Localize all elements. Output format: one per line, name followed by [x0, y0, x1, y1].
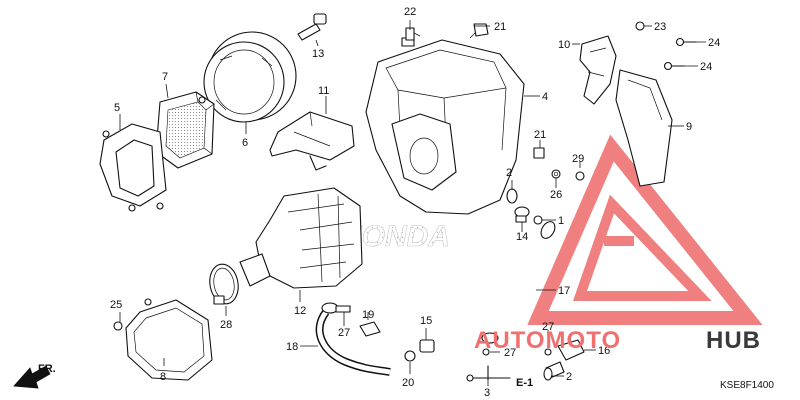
air-filter-element [203, 31, 297, 123]
gasket-8 [125, 298, 213, 381]
callout-14: 14 [516, 231, 528, 243]
watermark-left: AUTOMOTO [474, 327, 621, 354]
watermark-logo [527, 134, 763, 325]
callout-9: 9 [686, 121, 692, 133]
fitting-15 [419, 339, 435, 353]
callout-24: 24 [708, 37, 720, 49]
bracket-10 [579, 35, 617, 105]
callout-23: 23 [654, 21, 666, 33]
callout-11: 11 [318, 85, 329, 97]
callout-4: 4 [542, 91, 548, 103]
callout-labels: 22 21 13 7 5 6 11 4 10 23 24 24 9 21 29 … [110, 6, 720, 399]
callout-19: 19 [362, 309, 374, 321]
callout-26: 26 [550, 189, 562, 201]
watermark-right: HUB [706, 327, 761, 354]
callout-24-second: 24 [700, 61, 712, 73]
bolt-25 [113, 321, 123, 331]
pipe-3 [466, 365, 511, 382]
intake-duct [239, 187, 363, 289]
callout-29: 29 [572, 153, 584, 165]
clamp-2b [543, 367, 553, 381]
callout-6: 6 [242, 137, 248, 149]
grommet-29 [575, 171, 585, 181]
clip-21a [473, 23, 489, 37]
callout-15: 15 [420, 315, 432, 327]
callout-5: 5 [114, 102, 120, 114]
callout-20: 20 [402, 377, 414, 389]
clamp-19 [359, 321, 381, 337]
clip-27a [335, 305, 351, 313]
hose-clamp-28 [209, 263, 239, 305]
callout-27-third: 27 [542, 321, 554, 333]
tube-1 [533, 215, 543, 225]
callout-1: 1 [558, 215, 564, 227]
nut-20 [404, 350, 416, 362]
callout-18: 18 [286, 341, 298, 353]
side-cover-9 [615, 69, 673, 187]
drawing-code: KSE8F1400 [720, 380, 774, 391]
section-label: E-1 [516, 377, 533, 389]
clamp-2a [506, 188, 518, 204]
drain-hose-17 [481, 221, 556, 344]
screw-13 [297, 13, 327, 41]
callout-27-second: 27 [504, 347, 516, 359]
front-label: FR. [38, 363, 56, 375]
element-holder [155, 91, 215, 169]
breather-hose-18 [315, 302, 391, 376]
callout-22: 22 [404, 6, 416, 18]
callout-8: 8 [160, 371, 166, 383]
callout-12: 12 [294, 305, 306, 317]
callout-10: 10 [558, 39, 570, 51]
callout-2-second: 2 [566, 371, 572, 383]
watermark-triangle [527, 134, 763, 325]
callout-3: 3 [484, 387, 490, 399]
bolt-23 [635, 21, 645, 31]
leader-lines [119, 20, 706, 386]
callout-27: 27 [338, 327, 350, 339]
air-cleaner-case [365, 27, 525, 215]
washer-26 [551, 169, 561, 179]
callout-17: 17 [558, 285, 570, 297]
callout-21: 21 [494, 21, 506, 33]
callout-28: 28 [220, 319, 232, 331]
watermark-triangle-inner [572, 194, 712, 301]
clip-21b [533, 147, 545, 159]
callout-16: 16 [598, 345, 610, 357]
callout-21-second: 21 [534, 129, 546, 141]
mounting-plate [99, 123, 167, 212]
callout-25: 25 [110, 299, 122, 311]
front-arrow: FR. [13, 363, 56, 389]
callout-2: 2 [506, 167, 512, 179]
bracket-11 [269, 111, 355, 171]
clip-27c [544, 348, 552, 356]
clip-27b [482, 348, 490, 356]
callout-13: 13 [312, 48, 324, 60]
plug-14 [514, 206, 530, 223]
watermark-wordmark: AUTOMOTO HUB [474, 327, 761, 354]
callout-7: 7 [162, 71, 168, 83]
